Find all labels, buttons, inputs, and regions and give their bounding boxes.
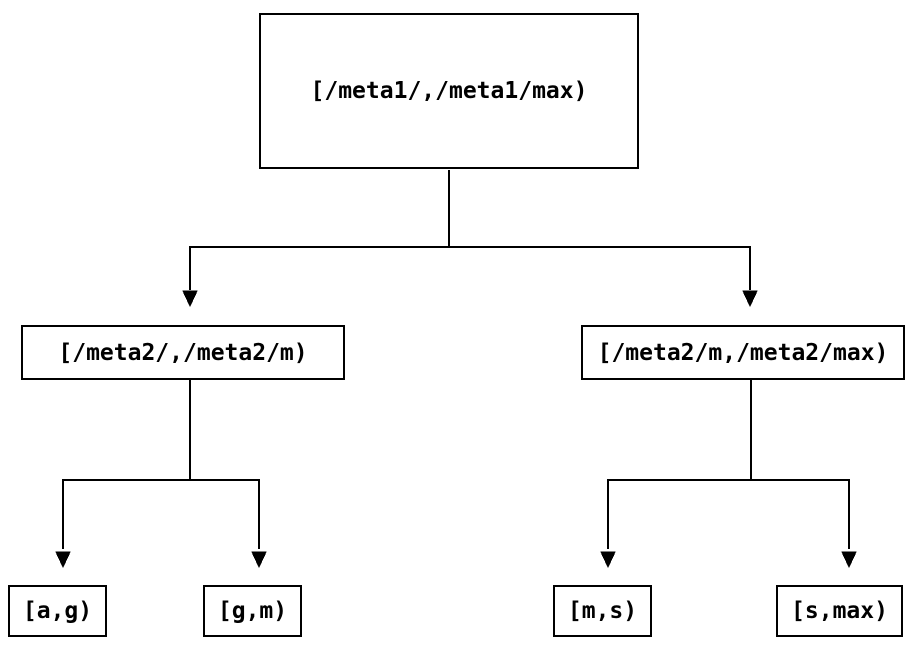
- arrowhead-down-icon: [182, 290, 198, 308]
- edge-left-to-leaves: [55, 380, 267, 569]
- node-meta2-right-range: [/meta2/m,/meta2/max): [581, 325, 905, 380]
- edge-right-to-leaves: [600, 380, 857, 569]
- node-meta1-range: [/meta1/,/meta1/max): [259, 13, 639, 169]
- edge-root-to-level2: [182, 170, 758, 308]
- node-leaf-smax: [s,max): [776, 585, 903, 637]
- arrowhead-down-icon: [742, 290, 758, 308]
- arrowhead-down-icon: [55, 551, 71, 569]
- node-leaf-gm: [g,m): [203, 585, 302, 637]
- arrowhead-down-icon: [600, 551, 616, 569]
- arrowhead-down-icon: [841, 551, 857, 569]
- arrowhead-down-icon: [251, 551, 267, 569]
- node-leaf-ms: [m,s): [553, 585, 652, 637]
- node-leaf-ag: [a,g): [8, 585, 107, 637]
- node-meta2-left-range: [/meta2/,/meta2/m): [21, 325, 345, 380]
